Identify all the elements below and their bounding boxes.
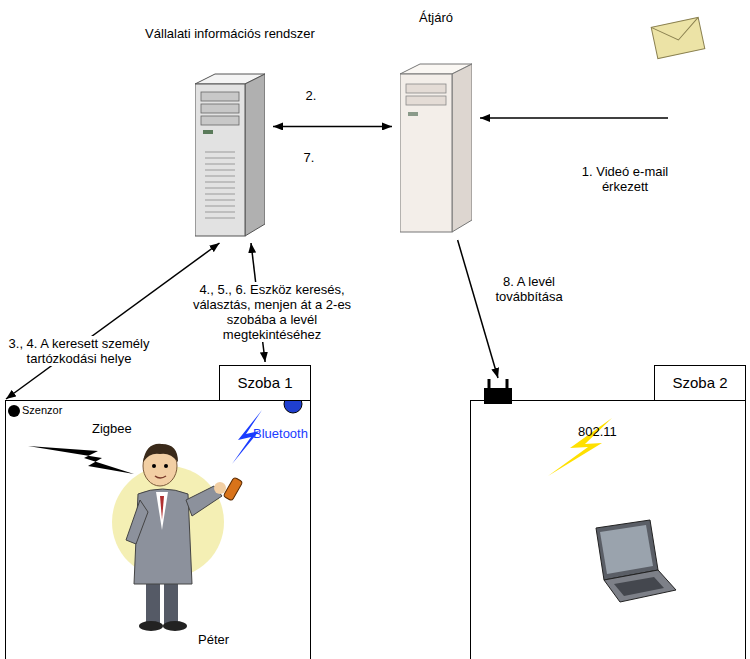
server-node xyxy=(205,200,235,201)
protocol-label: 802.11 xyxy=(578,424,617,439)
server-node xyxy=(195,84,245,236)
incoming-arrow xyxy=(480,117,668,119)
laptop xyxy=(596,520,658,580)
person-figure xyxy=(155,476,166,478)
server-node xyxy=(201,104,239,113)
server-node xyxy=(245,74,265,236)
person-figure xyxy=(126,500,148,544)
server-node xyxy=(205,158,235,159)
mobile-phone xyxy=(223,477,243,501)
laptop xyxy=(596,520,676,602)
envelope-icon xyxy=(651,17,702,45)
server-node xyxy=(205,152,235,153)
person-figure xyxy=(163,621,187,631)
sensor-dot xyxy=(8,405,20,417)
mobile-phone xyxy=(223,477,243,501)
zigbee-signal xyxy=(28,446,134,474)
connector-arrow xyxy=(273,126,392,128)
gateway-node xyxy=(406,96,446,105)
sensor-label: Szenzor xyxy=(22,403,62,418)
server-node xyxy=(205,164,235,165)
server-node xyxy=(205,176,235,177)
person-figure xyxy=(160,496,164,520)
node-heading: Vállalati információs rendszer xyxy=(140,26,320,42)
access-point xyxy=(484,388,512,404)
person-figure xyxy=(139,621,163,631)
zigbee-signal xyxy=(28,446,134,474)
server-node xyxy=(205,194,235,195)
room-name: Szoba 1 xyxy=(237,374,292,391)
server-node xyxy=(205,206,235,207)
gateway-node xyxy=(408,112,418,116)
gateway-node xyxy=(406,84,446,93)
incoming-arrow xyxy=(480,118,668,119)
gateway-node xyxy=(452,64,472,232)
edge-label: 3., 4. A keresett személy tartózkodási h… xyxy=(3,336,155,366)
sensor-node: Szenzor xyxy=(8,403,62,418)
person-figure xyxy=(156,492,168,530)
edge-label: 8. A levél továbbítása xyxy=(482,274,576,304)
edge-label: 4., 5., 6. Eszköz keresés, választás, me… xyxy=(180,282,364,342)
person-figure xyxy=(164,578,178,624)
room-name: Szoba 2 xyxy=(672,374,727,391)
laptop xyxy=(600,525,653,574)
person-figure xyxy=(112,444,226,631)
server-node xyxy=(205,188,235,189)
edge-label: 2. xyxy=(296,88,326,103)
room-tab: Szoba 1 xyxy=(219,365,311,401)
protocol-label: Zigbee xyxy=(92,421,132,436)
envelope-icon xyxy=(651,17,705,58)
person-figure xyxy=(146,578,160,624)
person-name: Péter xyxy=(198,632,229,647)
event-label: 1. Videó e-mail érkezett xyxy=(562,164,688,194)
server-node xyxy=(205,170,235,171)
envelope-icon xyxy=(651,17,705,58)
node-heading: Átjáró xyxy=(346,10,526,26)
gateway-node xyxy=(400,62,472,234)
server-node xyxy=(205,218,235,219)
connector-arrow xyxy=(458,240,498,378)
server-node xyxy=(205,182,235,183)
server-node xyxy=(201,92,239,101)
server-node xyxy=(203,130,213,134)
protocol-label: Bluetooth xyxy=(253,426,308,441)
callout-number: 7. xyxy=(296,150,322,165)
laptop xyxy=(614,577,664,596)
server-node xyxy=(195,72,265,237)
gateway-node: Átjáró xyxy=(400,62,472,234)
server-node xyxy=(205,212,235,213)
gateway-node xyxy=(400,74,452,232)
person-figure xyxy=(214,482,226,494)
access-point xyxy=(506,379,509,388)
server-node: Vállalati információs rendszer xyxy=(195,72,265,237)
envelope-icon xyxy=(651,17,705,58)
person-figure xyxy=(152,464,156,468)
server-node xyxy=(201,116,239,125)
person-figure xyxy=(164,464,168,468)
person-figure xyxy=(143,444,178,462)
laptop xyxy=(604,570,676,602)
server-node xyxy=(205,152,235,218)
room-tab: Szoba 2 xyxy=(654,365,746,401)
access-point xyxy=(488,379,491,388)
